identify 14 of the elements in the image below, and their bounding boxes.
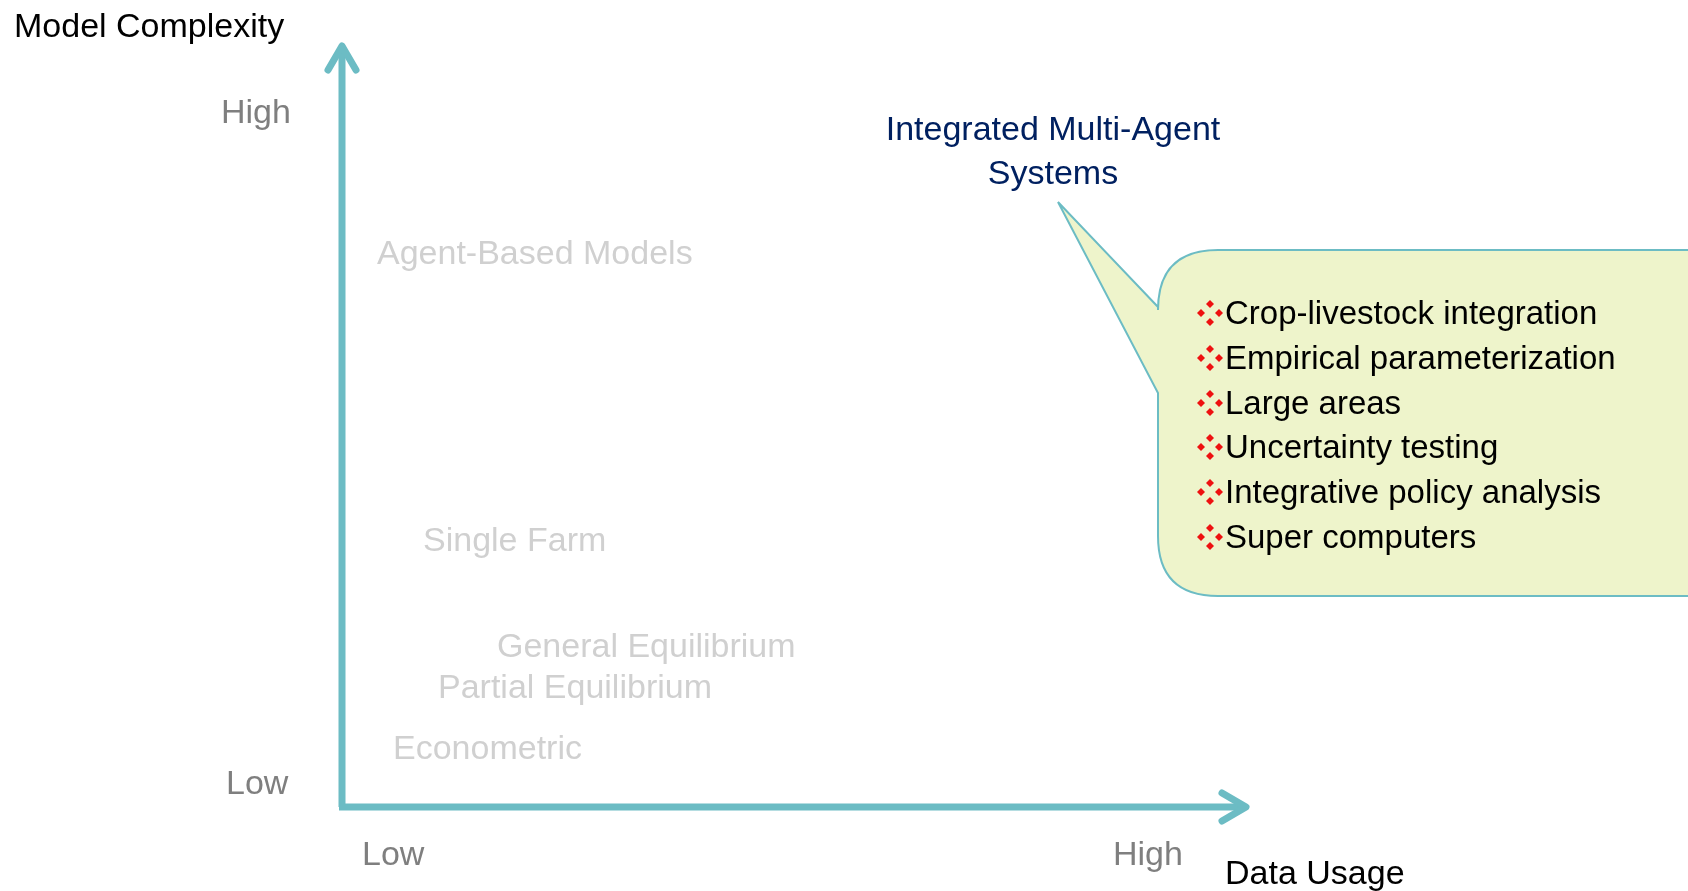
axis-tick-label: High	[1113, 834, 1183, 874]
axis-tick-label: High	[221, 92, 291, 132]
axis-title: Data Usage	[1225, 853, 1405, 891]
list-item: Empirical parameterization	[1225, 338, 1616, 377]
list-item: Crop-livestock integration	[1225, 294, 1598, 332]
axis-tick-label: Low	[226, 763, 289, 803]
list-item: Large areas	[1225, 383, 1402, 422]
callout-heading: Integrated Multi-Agent Systems	[884, 108, 1222, 194]
axis-tick-label: Low	[362, 834, 425, 874]
axis-title: Model Complexity	[14, 6, 285, 46]
list-item: Super computers	[1225, 518, 1477, 556]
speech-bubble	[1056, 200, 1688, 598]
list-item: Uncertainty testing	[1225, 428, 1499, 467]
list-item: Integrative policy analysis	[1225, 473, 1602, 512]
